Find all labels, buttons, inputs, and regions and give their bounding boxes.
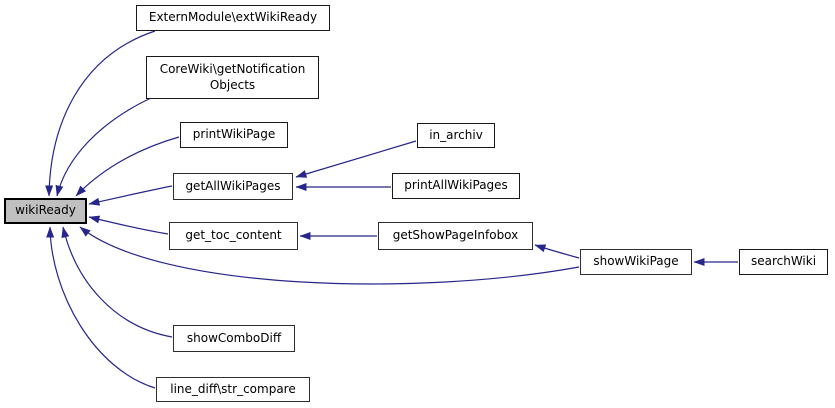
graph-node-label: CoreWiki\getNotification Objects [159,61,306,92]
edge-showWikiPage-to-getShowPageInfobox [534,244,580,259]
edge-in_archiv-to-getAllWikiPages [295,140,417,178]
graph-node-label: line_diff\str_compare [170,381,296,396]
graph-node-printWikiPage[interactable]: printWikiPage [180,122,288,148]
graph-node-label: get_toc_content [185,228,282,243]
graph-node-searchWiki[interactable]: searchWiki [739,249,828,275]
graph-node-label: printAllWikiPages [404,178,508,193]
graph-node-label: getShowPageInfobox [392,228,519,243]
graph-node-printAllWikiPages[interactable]: printAllWikiPages [392,173,520,199]
graph-node-extWikiReady[interactable]: ExternModule\extWikiReady [136,5,330,31]
graph-node-label: getAllWikiPages [185,178,281,193]
edge-get_toc_content-to-wikiReady [88,215,169,235]
graph-node-label: in_archiv [429,127,483,142]
graph-node-label: wikiReady [15,203,76,218]
edge-showWikiPage-to-wikiReady [79,226,580,285]
edge-extWikiReady-to-wikiReady [45,30,156,197]
edge-getNotificationObjects-to-wikiReady [55,97,152,197]
graph-node-line_diff_str_compare[interactable]: line_diff\str_compare [156,377,310,402]
graph-node-wikiReady: wikiReady [4,198,87,224]
graph-node-label: printWikiPage [192,127,276,142]
graph-node-in_archiv[interactable]: in_archiv [417,123,495,148]
edge-getAllWikiPages-to-wikiReady [88,185,173,206]
graph-node-label: showComboDiff [186,330,282,345]
graph-node-showComboDiff[interactable]: showComboDiff [173,325,295,352]
graph-node-get_toc_content[interactable]: get_toc_content [169,222,298,250]
edge-line_diff_str_compare-to-wikiReady [46,226,156,389]
graph-node-label: showWikiPage [593,254,679,269]
edge-showComboDiff-to-wikiReady [61,226,173,338]
graph-node-getAllWikiPages[interactable]: getAllWikiPages [173,173,293,200]
graph-node-getNotificationObjects[interactable]: CoreWiki\getNotification Objects [146,56,319,99]
edge-printWikiPage-to-wikiReady [75,136,180,197]
graph-node-label: searchWiki [750,254,817,269]
graph-node-label: ExternModule\extWikiReady [148,10,318,25]
graph-node-getShowPageInfobox[interactable]: getShowPageInfobox [378,222,533,250]
graph-node-showWikiPage[interactable]: showWikiPage [580,249,692,275]
